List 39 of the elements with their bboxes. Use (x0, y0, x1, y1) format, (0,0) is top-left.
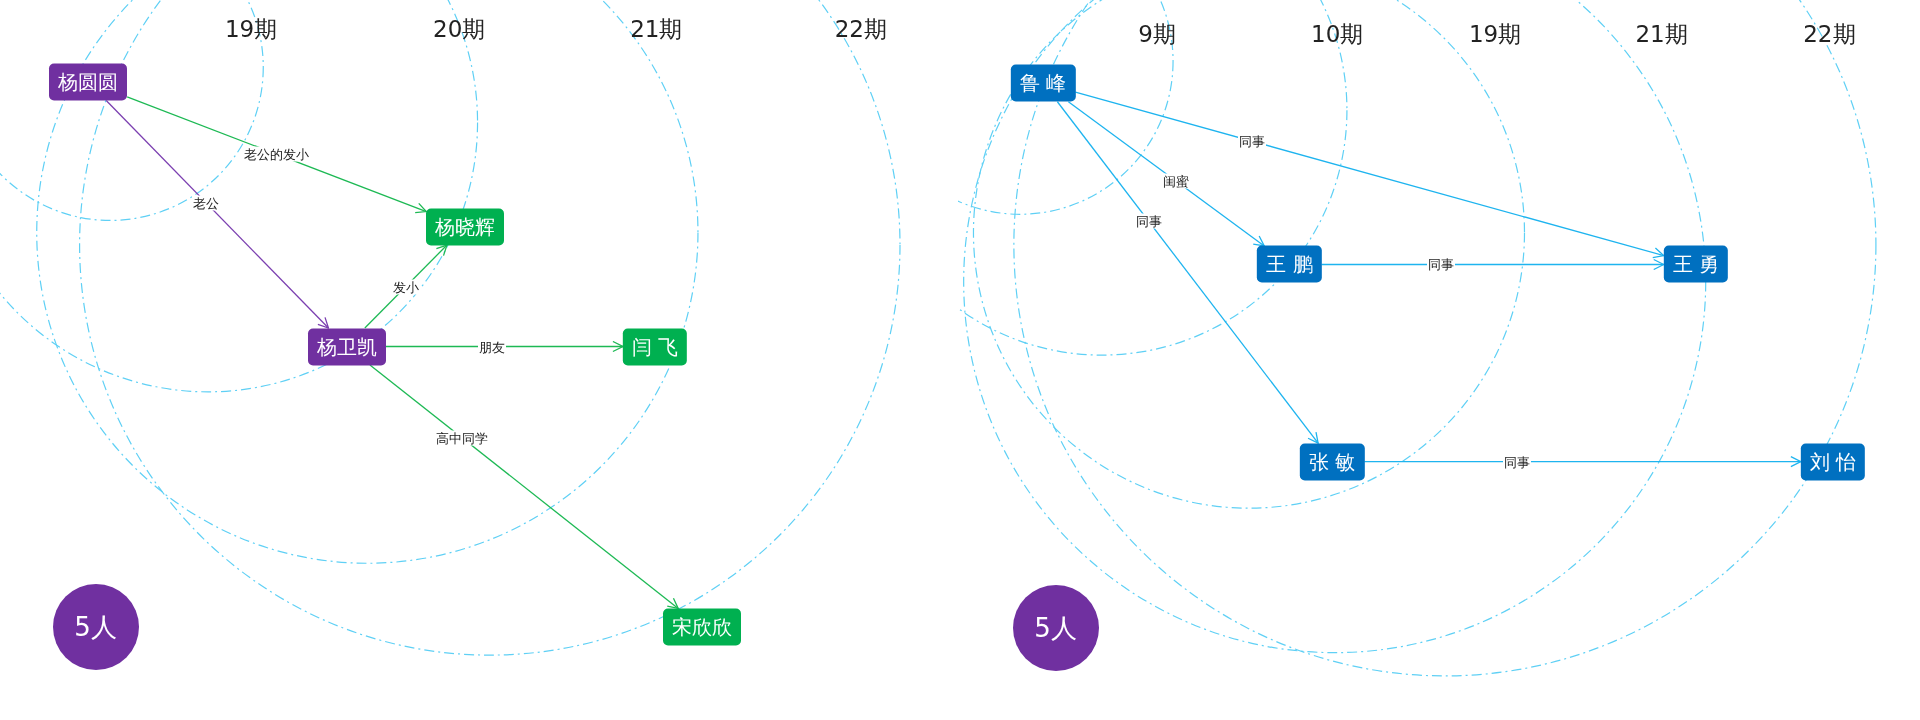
edge-label: 发小 (391, 279, 420, 294)
person-tag: 鲁 峰 (1011, 64, 1076, 102)
edge-label: 老公 (192, 195, 221, 211)
person-tag: 宋欣欣 (662, 608, 741, 646)
person-tag: 杨圆圆 (49, 63, 128, 101)
arrow (1320, 258, 1665, 271)
period-label: 22期 (1803, 19, 1856, 49)
edge-label: 闺蜜 (1162, 173, 1191, 189)
arrow (1067, 101, 1265, 247)
period-label: 21期 (630, 14, 683, 44)
arrow (369, 364, 679, 610)
arrow (1056, 101, 1319, 444)
period-label: 10期 (1311, 19, 1364, 49)
person-tag: 王 勇 (1663, 246, 1729, 283)
period-label: 20期 (433, 14, 486, 44)
count-circle: 5人 (52, 583, 139, 670)
period-label: 22期 (834, 14, 887, 44)
person-tag: 闫 飞 (622, 328, 688, 365)
count-circle: 5人 (1012, 585, 1099, 672)
arrow (105, 99, 330, 329)
arrow (1363, 456, 1802, 468)
edge-label: 高中同学 (435, 430, 490, 446)
arrow (1074, 91, 1665, 259)
person-tag: 杨卫凯 (307, 328, 386, 365)
person-tag: 张 敏 (1300, 443, 1365, 481)
edge-label: 朋友 (478, 339, 507, 354)
person-tag: 王 鹏 (1257, 246, 1322, 283)
person-tag: 杨晓辉 (426, 208, 505, 245)
period-label: 19期 (1468, 19, 1522, 49)
arrow (384, 340, 624, 353)
edge-label: 同事 (1503, 454, 1532, 470)
period-label: 21期 (1635, 19, 1688, 49)
edge-label: 同事 (1427, 257, 1456, 272)
edge-label: 老公的发小 (243, 146, 311, 162)
edge-label: 同事 (1237, 133, 1266, 149)
person-tag: 刘 怡 (1800, 443, 1866, 481)
edge-label: 同事 (1134, 213, 1163, 229)
period-label: 9期 (1138, 19, 1176, 49)
period-label: 19期 (224, 14, 278, 44)
